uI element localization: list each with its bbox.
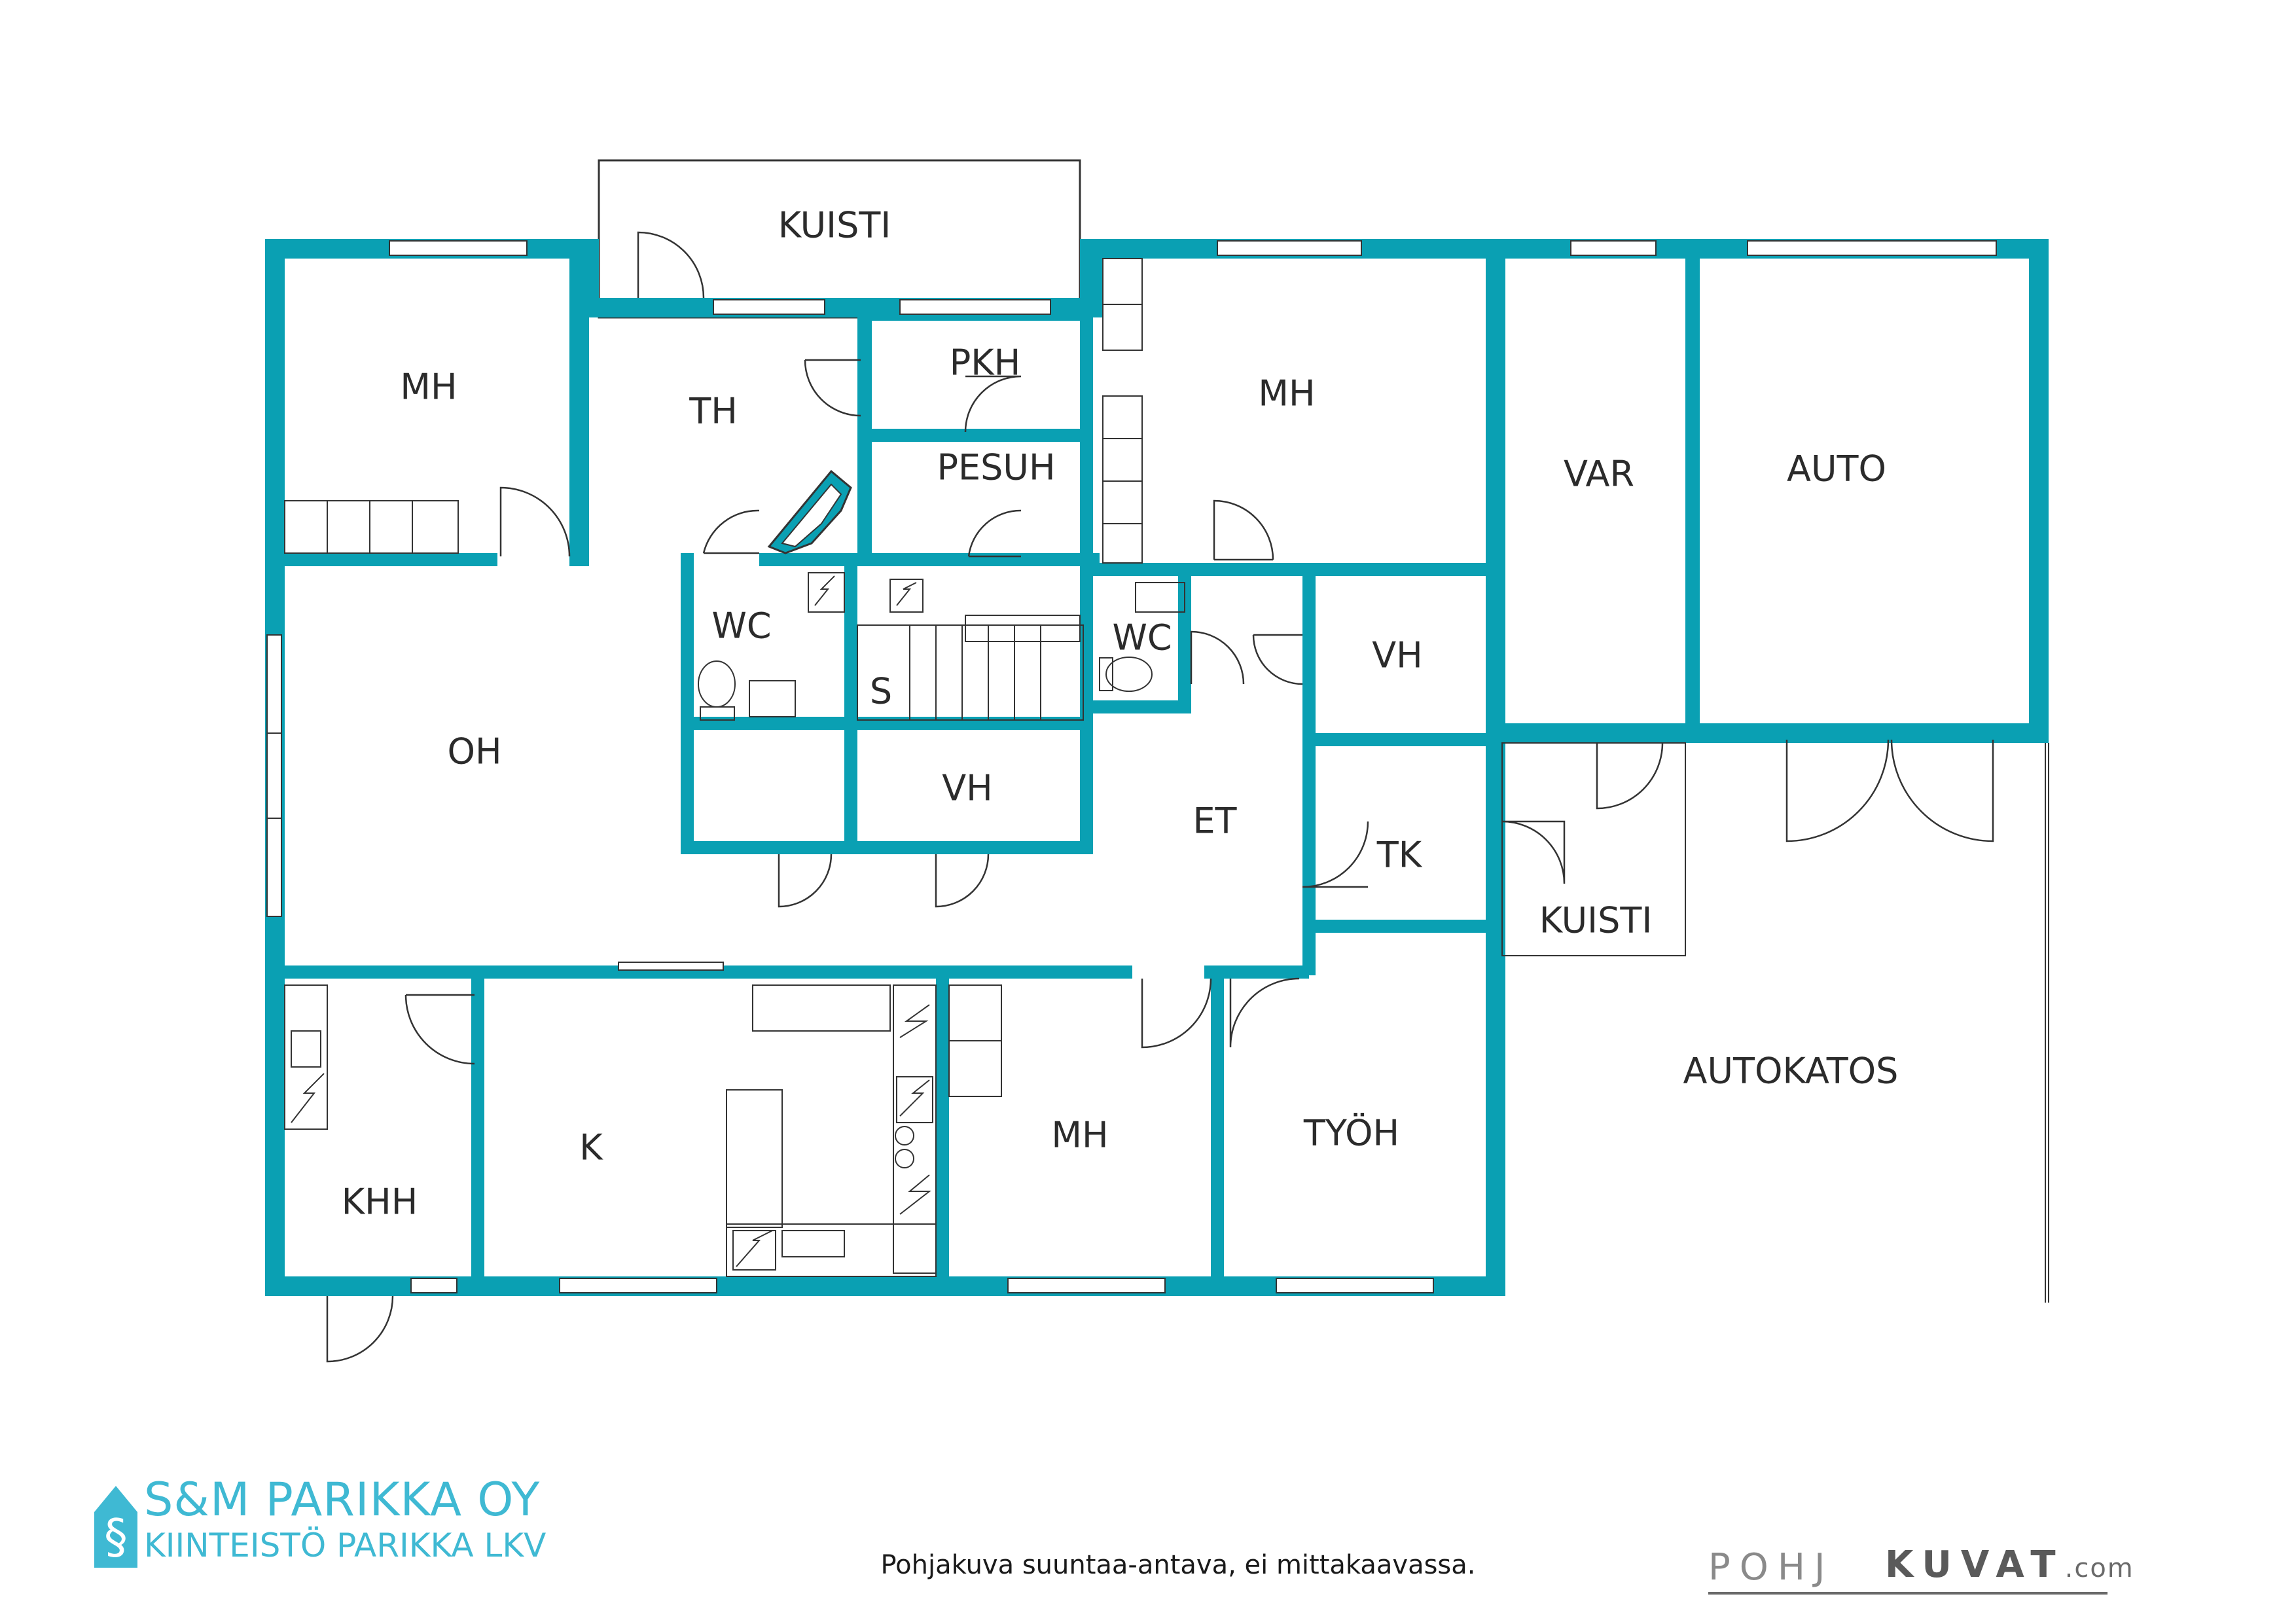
room-label-et: ET — [1193, 801, 1237, 842]
room-label-th: TH — [689, 391, 738, 432]
stairs — [857, 615, 1084, 721]
room-label-mh-nw: MH — [400, 367, 457, 408]
room-label-pesuh: PESUH — [937, 447, 1055, 488]
sink-left — [749, 680, 796, 717]
brand-domain: .com — [2064, 1553, 2134, 1583]
doors — [326, 231, 1994, 1363]
room-label-wc-left: WC — [711, 605, 771, 647]
exterior-walls — [265, 239, 2049, 1296]
room-label-kuisti-top: KUISTI — [778, 205, 891, 246]
disclaimer-note: Pohjakuva suuntaa-antava, ei mittakaavas… — [880, 1550, 1476, 1580]
room-label-pkh: PKH — [950, 342, 1021, 384]
room-label-vh-center: VH — [942, 768, 993, 809]
room-label-k: K — [579, 1127, 603, 1168]
utility-units — [284, 984, 328, 1130]
room-label-tyoh: TYÖH — [1303, 1113, 1399, 1154]
house-paragraph-icon: § — [94, 1486, 137, 1568]
svg-text:§: § — [104, 1509, 128, 1564]
room-label-autokatos: AUTOKATOS — [1683, 1051, 1899, 1092]
room-label-s: S — [870, 671, 892, 712]
room-label-auto: AUTO — [1787, 448, 1886, 490]
room-label-var: VAR — [1564, 454, 1634, 495]
room-label-mh-ne: MH — [1258, 373, 1315, 414]
room-label-wc-right: WC — [1112, 617, 1172, 659]
room-label-khh: KHH — [342, 1182, 418, 1223]
logo-company-subtitle: KIINTEISTÖ PARIKKA LKV — [144, 1526, 547, 1564]
wardrobe-nw — [284, 500, 459, 554]
toilet-left — [698, 660, 736, 721]
room-label-kuisti-side: KUISTI — [1539, 900, 1653, 941]
brand-underline — [1708, 1592, 2108, 1595]
logo-company-name: S&M PARIKKA OY — [144, 1473, 541, 1526]
brand-logo: POHJ KUVAT.com — [1708, 1538, 2133, 1597]
room-label-vh-right: VH — [1372, 635, 1423, 676]
wardrobe-ne — [1102, 258, 1143, 564]
room-label-oh: OH — [447, 731, 501, 772]
porch-side-outline — [1501, 742, 1686, 956]
room-label-mh-s: MH — [1051, 1115, 1108, 1156]
windows — [266, 240, 1997, 1293]
brand-left: POHJ — [1708, 1546, 1835, 1589]
brand-right-text: KUVAT — [1885, 1543, 2065, 1586]
brand-right: KUVAT.com — [1885, 1543, 2134, 1586]
shower-marks — [808, 572, 924, 613]
sink-right — [1135, 582, 1185, 613]
sauna-stove — [767, 469, 852, 554]
room-label-tk: TK — [1376, 835, 1423, 876]
company-logo: § S&M PARIKKA OY KIINTEISTÖ PARIKKA LKV — [92, 1473, 563, 1578]
kitchen-units — [726, 984, 1002, 1277]
toilet-right — [1099, 657, 1153, 692]
